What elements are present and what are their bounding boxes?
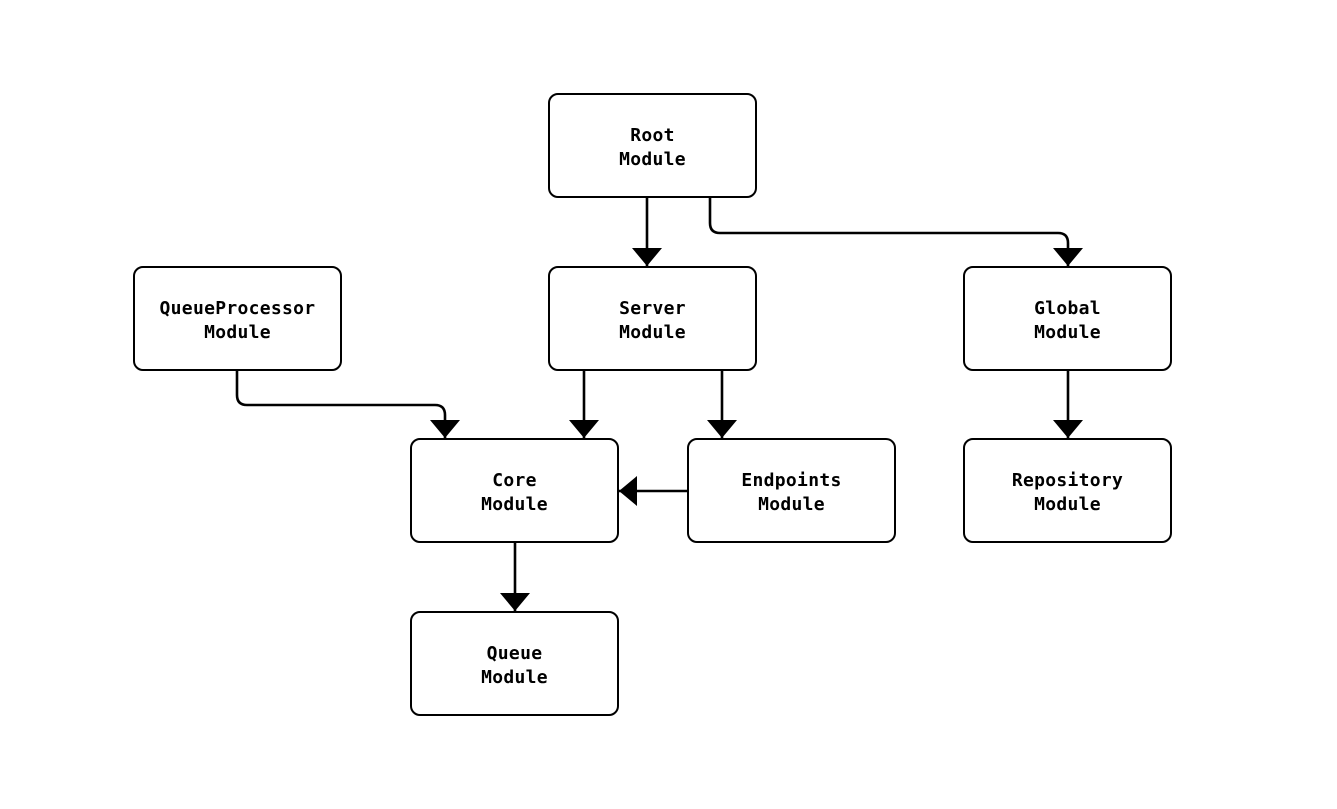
node-label: Module <box>619 321 686 343</box>
node-queue-module: Queue Module <box>410 611 619 716</box>
node-label: Server <box>619 297 686 319</box>
node-label: Queue <box>486 642 543 664</box>
node-label: Module <box>481 493 548 515</box>
node-label: Module <box>619 148 686 170</box>
node-label: QueueProcessor <box>159 297 316 319</box>
node-label: Global <box>1034 297 1101 319</box>
node-label: Endpoints <box>741 469 842 491</box>
node-label: Module <box>481 666 548 688</box>
node-label: Module <box>204 321 271 343</box>
node-label: Core <box>492 469 537 491</box>
node-label: Root <box>630 124 675 146</box>
node-server-module: Server Module <box>548 266 757 371</box>
edge-root-to-global <box>708 198 1083 266</box>
node-repository-module: Repository Module <box>963 438 1172 543</box>
node-root-module: Root Module <box>548 93 757 198</box>
node-core-module: Core Module <box>410 438 619 543</box>
node-label: Module <box>758 493 825 515</box>
edge-queueprocessor-to-core <box>235 371 460 438</box>
node-global-module: Global Module <box>963 266 1172 371</box>
node-label: Module <box>1034 493 1101 515</box>
node-label: Module <box>1034 321 1101 343</box>
node-endpoints-module: Endpoints Module <box>687 438 896 543</box>
node-label: Repository <box>1011 469 1124 491</box>
node-queueprocessor-module: QueueProcessor Module <box>133 266 342 371</box>
